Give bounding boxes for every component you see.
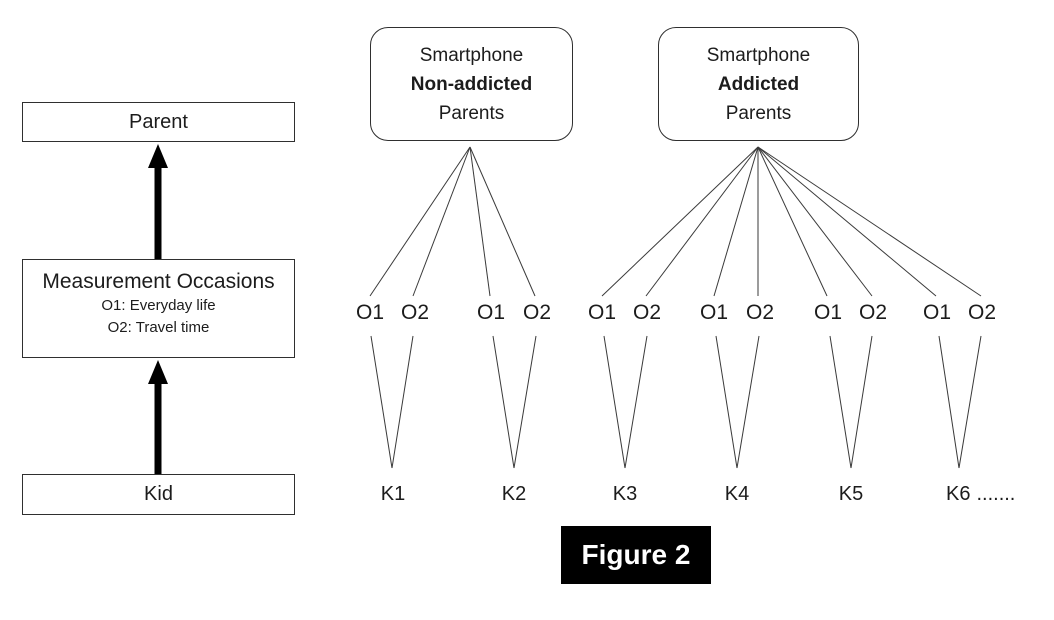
kid-node-label-k6-ellipsis: ....... [976, 483, 1016, 505]
group1-title-line2: Non-addicted [410, 74, 533, 95]
occasion-to-kid-lines [370, 335, 982, 469]
figure-caption: Figure 2 [561, 526, 711, 584]
occasion-label-k3-o2: O2 [632, 301, 662, 324]
occasion-label-k5-o1: O1 [813, 301, 843, 324]
kid-node-label-k6: K6....... [946, 483, 1015, 506]
arrow-measurement-to-parent-icon [148, 144, 168, 259]
kid-box: Kid [22, 474, 295, 515]
kid-node-label-k6-text: K6 [946, 483, 971, 505]
occasion-label-k6-o1: O1 [922, 301, 952, 324]
non-addicted-parents-box: Smartphone Non-addicted Parents [370, 27, 573, 141]
kid-node-label-k3: K3 [612, 483, 638, 505]
addicted-parents-box: Smartphone Addicted Parents [658, 27, 859, 141]
occasion-label-k5-o2: O2 [858, 301, 888, 324]
group1-title-line1: Smartphone [419, 45, 524, 66]
occasion-label-k1-o2: O2 [400, 301, 430, 324]
measurement-o1-description: O1: Everyday life [101, 297, 216, 314]
occasion-label-k6-o2: O2 [967, 301, 997, 324]
occasion-label-k2-o2: O2 [522, 301, 552, 324]
occasion-label-k4-o2: O2 [745, 301, 775, 324]
arrow-kid-to-measurement-icon [148, 360, 168, 474]
measurement-occasions-box: Measurement Occasions O1: Everyday life … [22, 259, 295, 358]
group2-title-line2: Addicted [717, 74, 800, 95]
group2-title-line3: Parents [725, 103, 792, 124]
parent-label: Parent [129, 111, 188, 133]
occasion-label-k4-o1: O1 [699, 301, 729, 324]
group2-title-line1: Smartphone [706, 45, 811, 66]
kid-node-label-k2: K2 [501, 483, 527, 505]
kid-node-label-k1: K1 [380, 483, 406, 505]
occasion-label-k2-o1: O1 [476, 301, 506, 324]
fan-lines-addicted [601, 146, 982, 297]
kid-node-label-k4: K4 [724, 483, 750, 505]
occasion-label-k1-o1: O1 [355, 301, 385, 324]
fan-lines-non-addicted [369, 146, 536, 297]
occasion-label-k3-o1: O1 [587, 301, 617, 324]
measurement-o2-description: O2: Travel time [107, 319, 210, 336]
parent-box: Parent [22, 102, 295, 142]
measurement-title: Measurement Occasions [42, 270, 275, 293]
kid-node-label-k5: K5 [838, 483, 864, 505]
kid-label: Kid [144, 483, 173, 505]
group1-title-line3: Parents [438, 103, 505, 124]
